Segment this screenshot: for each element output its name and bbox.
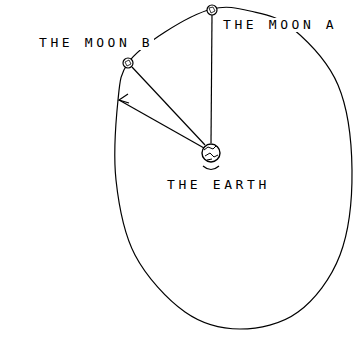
earth-detail — [204, 146, 218, 160]
motion-arrow — [119, 100, 204, 148]
moon-label: THE MOON A — [222, 18, 338, 32]
earth — [202, 144, 220, 162]
earth-mark — [203, 166, 219, 170]
earth-moon-b-line — [132, 67, 205, 145]
earth-moon-a-line — [211, 15, 212, 143]
moon-orbit — [115, 7, 352, 329]
moon-a-detail — [209, 7, 215, 13]
moon-a — [207, 5, 217, 15]
earth-label: THE EARTH — [166, 178, 271, 192]
moon-b-detail — [125, 60, 131, 66]
moon-label: THE MOON B — [38, 36, 154, 50]
moon-b — [123, 58, 133, 68]
arrow-head — [119, 94, 129, 103]
